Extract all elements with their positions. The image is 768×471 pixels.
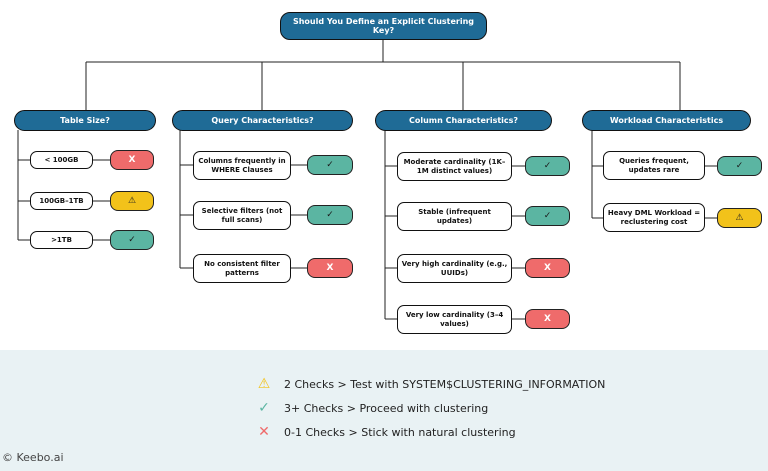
item-queries-frequent: Queries frequent, updates rare	[603, 151, 705, 180]
check-icon: ✓	[258, 400, 270, 416]
item-very-high-cardinality: Very high cardinality (e.g., UUIDs)	[397, 254, 512, 283]
item-where-clauses: Columns frequently in WHERE Clauses	[193, 151, 291, 180]
warning-icon: ⚠	[257, 376, 271, 392]
item-table-100gb-1tb: 100GB–1TB	[30, 192, 93, 210]
result-x-badge: X	[525, 258, 570, 278]
result-warning-badge: ⚠	[717, 208, 762, 228]
legend-item-x: ✕ 0-1 Checks > Stick with natural cluste…	[254, 424, 516, 440]
item-moderate-cardinality: Moderate cardinality (1K–1M distinct val…	[397, 152, 512, 181]
header-table-size: Table Size?	[14, 110, 156, 131]
legend-panel	[0, 350, 768, 471]
result-x-badge: X	[307, 258, 353, 278]
header-query-characteristics: Query Characteristics?	[172, 110, 353, 131]
item-heavy-dml: Heavy DML Workload = reclustering cost	[603, 203, 705, 232]
result-check-badge: ✓	[307, 155, 353, 175]
item-selective-filters: Selective filters (not full scans)	[193, 201, 291, 230]
result-warning-badge: ⚠	[110, 191, 154, 211]
copyright-text: © Keebo.ai	[2, 451, 64, 464]
result-check-badge: ✓	[307, 205, 353, 225]
header-column-characteristics: Column Characteristics?	[375, 110, 552, 131]
result-check-badge: ✓	[717, 156, 762, 176]
header-workload-characteristics: Workload Characteristics	[582, 110, 751, 131]
legend-text: 2 Checks > Test with SYSTEM$CLUSTERING_I…	[284, 377, 606, 391]
legend-text: 3+ Checks > Proceed with clustering	[284, 401, 489, 415]
connector-lines	[17, 40, 717, 320]
legend-item-warning: ⚠ 2 Checks > Test with SYSTEM$CLUSTERING…	[254, 376, 606, 392]
legend-text: 0-1 Checks > Stick with natural clusteri…	[284, 425, 516, 439]
result-check-badge: ✓	[110, 230, 154, 250]
item-very-low-cardinality: Very low cardinality (3–4 values)	[397, 305, 512, 334]
result-check-badge: ✓	[525, 156, 570, 176]
item-table-gt-1tb: >1TB	[30, 231, 93, 249]
result-x-badge: X	[525, 309, 570, 329]
result-x-badge: X	[110, 150, 154, 170]
legend-item-check: ✓ 3+ Checks > Proceed with clustering	[254, 400, 488, 416]
item-table-lt-100gb: < 100GB	[30, 151, 93, 169]
item-stable-updates: Stable (infrequent updates)	[397, 202, 512, 231]
result-check-badge: ✓	[525, 206, 570, 226]
item-no-filter-patterns: No consistent filter patterns	[193, 254, 291, 283]
close-icon: ✕	[258, 424, 270, 440]
diagram-title: Should You Define an Explicit Clustering…	[280, 12, 487, 40]
